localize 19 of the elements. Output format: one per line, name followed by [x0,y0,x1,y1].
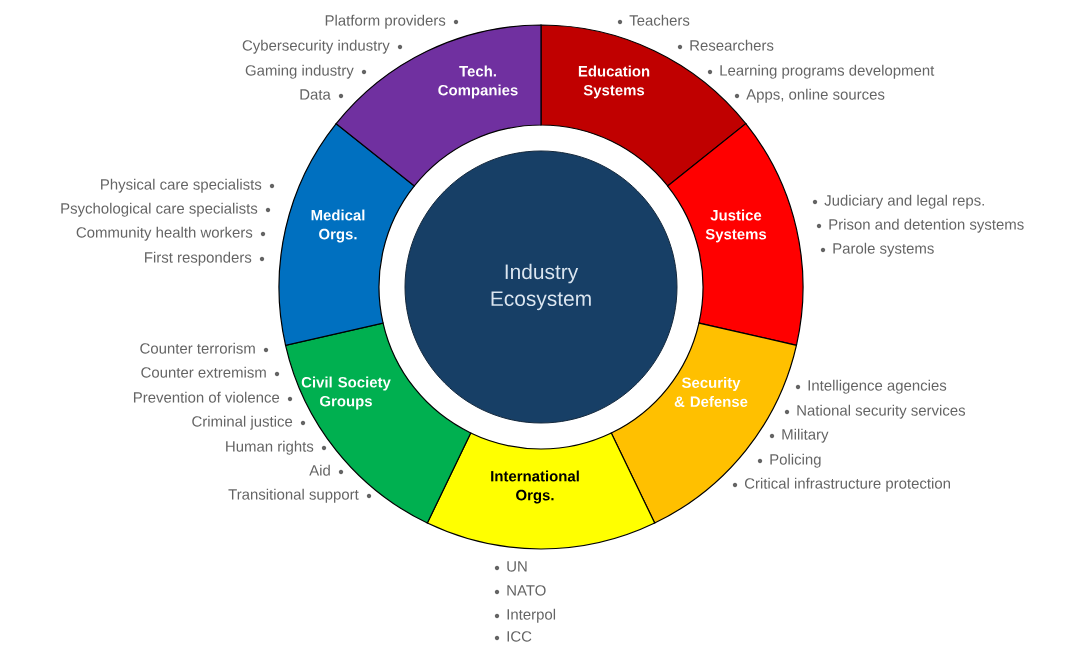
ring-segment: Justice Systems [667,123,804,346]
ring-segment: International Orgs. [426,432,656,550]
list-item: Physical care specialists [101,178,275,193]
list-item: Parole systems [820,242,934,257]
list-item: Psychological care specialists [61,202,271,217]
ring-segment: Medical Orgs. [278,123,415,346]
list-item: Counter terrorism [140,342,269,354]
list-item: Aid [309,464,344,476]
list-item: Interpol [494,608,556,623]
list-item: ICC [494,631,532,642]
list-item: Judiciary and legal reps. [812,194,984,209]
list-item: Counter extremism [141,366,280,378]
list-item: Intelligence agencies [795,379,947,394]
list-item: UN [494,561,527,572]
list-item: First responders [145,251,265,266]
list-item: Community health workers [76,226,266,241]
list-item: NATO [494,585,546,596]
list-item: Prison and detention systems [816,218,1024,233]
list-item: Teachers [617,14,690,26]
